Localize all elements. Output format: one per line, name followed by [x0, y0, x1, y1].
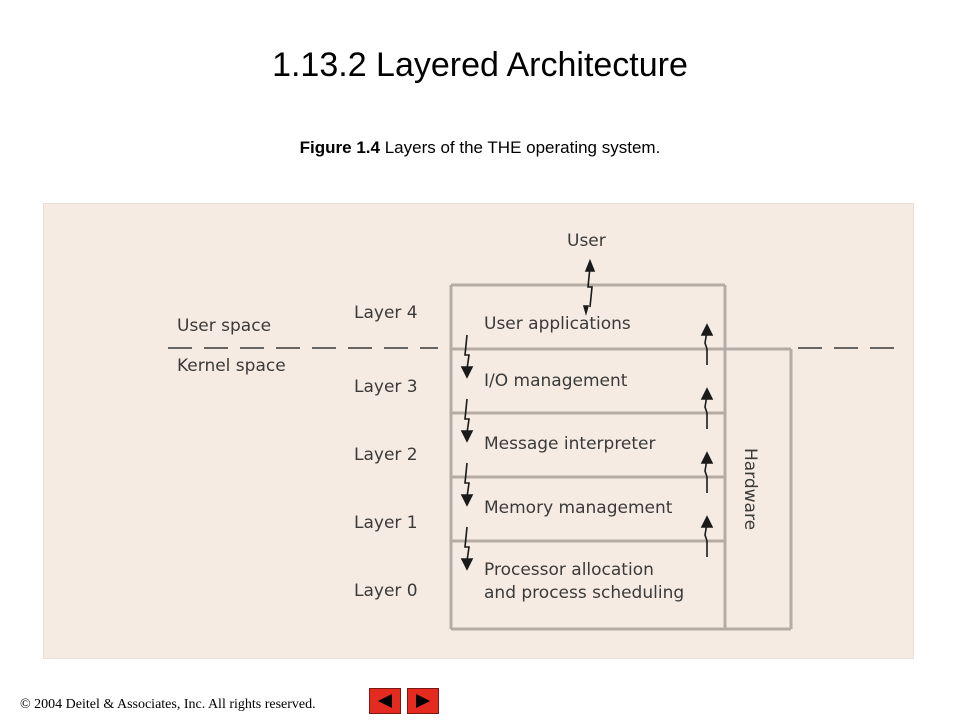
layer-level-label: Layer 2 — [354, 445, 418, 465]
diagram-lines — [168, 258, 903, 631]
figure-caption: Figure 1.4 Layers of the THE operating s… — [0, 138, 960, 158]
down-arrow-4-3 — [460, 334, 474, 379]
figure-number: Figure 1.4 — [299, 138, 380, 157]
up-arrow-2-3 — [700, 387, 714, 429]
down-arrow-2-1 — [460, 462, 474, 507]
up-arrow-3-4 — [700, 323, 714, 365]
figure-caption-text: Layers of the THE operating system. — [379, 138, 661, 157]
left-arrow-icon — [378, 694, 392, 708]
layer-level-label: Layer 4 — [354, 303, 418, 323]
layer-level-label: Layer 3 — [354, 377, 418, 397]
slide-title: 1.13.2 Layered Architecture — [272, 46, 688, 84]
next-slide-button[interactable] — [407, 688, 439, 714]
layer-name-io-management: I/O management — [484, 371, 628, 391]
copyright-footer: © 2004 Deitel & Associates, Inc. All rig… — [20, 697, 316, 712]
layer-name-user-applications: User applications — [484, 314, 631, 334]
previous-slide-button[interactable] — [369, 688, 401, 714]
layer-name-memory-management: Memory management — [484, 498, 673, 518]
down-arrow-3-2 — [460, 398, 474, 443]
user-space-label: User space — [177, 316, 272, 336]
right-arrow-icon — [416, 694, 430, 708]
layer-name-processor-allocation: Processor allocation — [484, 560, 654, 580]
layer-name-process-scheduling: and process scheduling — [484, 583, 685, 603]
down-arrow-1-0 — [460, 526, 474, 571]
layer-level-label: Layer 0 — [354, 581, 418, 601]
hardware-label: Hardware — [740, 447, 761, 531]
user-label: User — [567, 231, 606, 251]
up-arrow-1-2 — [700, 451, 714, 493]
layers-diagram: User User space Kernel space Layer 4 Lay… — [43, 203, 914, 659]
kernel-space-label: Kernel space — [177, 356, 286, 376]
up-arrow-0-1 — [700, 515, 714, 557]
user-interface-arrow — [582, 258, 596, 316]
layer-level-label: Layer 1 — [354, 513, 418, 533]
layer-name-message-interpreter: Message interpreter — [484, 434, 656, 454]
